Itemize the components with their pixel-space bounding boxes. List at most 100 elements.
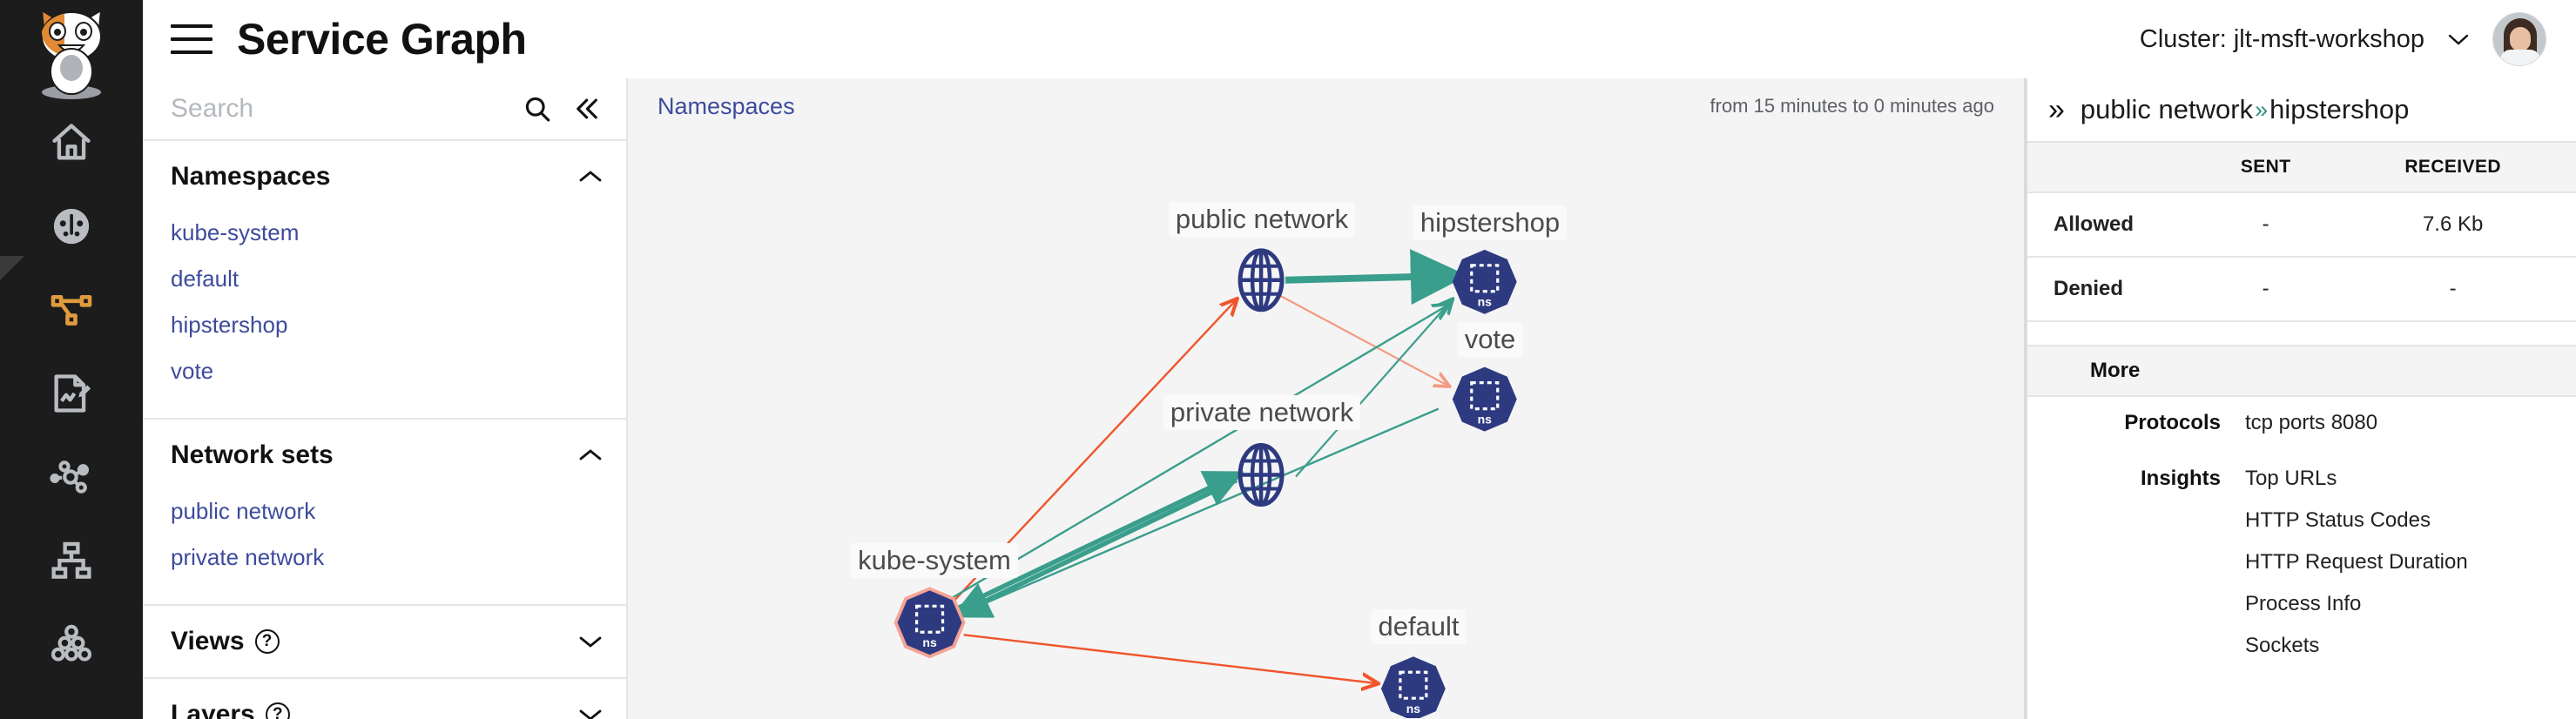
graph-svg[interactable]: ns ns ns bbox=[628, 134, 2024, 719]
rail-item-clusters[interactable] bbox=[0, 602, 143, 686]
node-label-kube-system[interactable]: kube-system bbox=[851, 543, 1018, 578]
breadcrumb[interactable]: Namespaces bbox=[657, 92, 795, 119]
accordion-namespaces: Namespaces kube-system default hipstersh… bbox=[143, 141, 626, 420]
search-icon[interactable] bbox=[513, 84, 562, 133]
node-label-hipstershop[interactable]: hipstershop bbox=[1413, 205, 1568, 240]
chevron-up-icon[interactable] bbox=[577, 447, 604, 464]
field-key: Protocols bbox=[2124, 411, 2221, 434]
chevron-down-icon[interactable] bbox=[2447, 32, 2470, 46]
node-label-vote[interactable]: vote bbox=[1457, 322, 1523, 357]
col-label bbox=[2027, 141, 2202, 193]
node-hipstershop[interactable]: ns bbox=[1452, 249, 1517, 314]
rail-item-network-sets[interactable] bbox=[0, 435, 143, 519]
rail-item-dashboards[interactable] bbox=[0, 185, 143, 268]
service-graph-icon bbox=[51, 294, 92, 326]
chevrons-right-icon[interactable]: » bbox=[2048, 93, 2065, 126]
edge-private-network-to-hipstershop[interactable] bbox=[1295, 299, 1453, 478]
accordion-title: Namespaces bbox=[171, 162, 331, 191]
search-row bbox=[143, 78, 626, 141]
time-range-label: from 15 minutes to 0 minutes ago bbox=[1709, 95, 1995, 117]
rail-item-nodes[interactable] bbox=[0, 519, 143, 602]
insight-process-info[interactable]: Process Info bbox=[2245, 592, 2362, 615]
accordion-header-views[interactable]: Views ? bbox=[143, 606, 626, 677]
detail-header: » public network » hipstershop bbox=[2027, 78, 2576, 141]
sidebar-item-vote[interactable]: vote bbox=[171, 358, 214, 384]
edge-kube-system-to-hipstershop[interactable] bbox=[950, 305, 1449, 600]
accordion-header-network-sets[interactable]: Network sets bbox=[143, 420, 626, 491]
edge-kube-system-to-default[interactable] bbox=[963, 634, 1378, 683]
graph-nodes: ns ns ns bbox=[894, 248, 1517, 719]
field-protocols: Protocols tcp ports 8080 bbox=[2027, 397, 2576, 453]
detail-source[interactable]: public network bbox=[2080, 94, 2254, 124]
chevrons-left-icon[interactable] bbox=[562, 84, 610, 133]
edge-public-network-to-hipstershop[interactable] bbox=[1285, 249, 1468, 306]
avatar[interactable] bbox=[2492, 12, 2546, 66]
table-row: Allowed - 7.6 Kb bbox=[2027, 192, 2576, 258]
node-public-network[interactable] bbox=[1237, 248, 1285, 312]
row-label-allowed: Allowed bbox=[2027, 192, 2202, 258]
edge-private-network-to-kube-system[interactable] bbox=[951, 478, 1238, 618]
chevron-down-icon[interactable] bbox=[577, 633, 604, 650]
detail-target[interactable]: hipstershop bbox=[2269, 94, 2410, 124]
protocol-value: tcp ports 8080 bbox=[2245, 411, 2378, 434]
service-graph-canvas-panel[interactable]: Namespaces from 15 minutes to 0 minutes … bbox=[628, 78, 2026, 719]
accordion-title: Layers bbox=[171, 700, 255, 719]
accordion-title: Views bbox=[171, 627, 245, 655]
insight-http-request-duration[interactable]: HTTP Request Duration bbox=[2245, 550, 2468, 574]
cluster-selector-label[interactable]: Cluster: jlt-msft-workshop bbox=[2139, 24, 2424, 53]
table-row: Denied - - bbox=[2027, 257, 2576, 322]
insight-sockets[interactable]: Sockets bbox=[2245, 634, 2320, 657]
sidebar-item-default[interactable]: default bbox=[171, 265, 239, 292]
rail-item-home[interactable] bbox=[0, 101, 143, 185]
dashboard-gauge-icon bbox=[53, 208, 90, 245]
accordion-header-layers[interactable]: Layers ? bbox=[143, 679, 626, 719]
edge-public-network-to-vote[interactable] bbox=[1279, 294, 1449, 386]
svg-text:ns: ns bbox=[1406, 702, 1421, 716]
more-section-header[interactable]: More bbox=[2027, 345, 2576, 397]
insight-http-status-codes[interactable]: HTTP Status Codes bbox=[2245, 508, 2431, 532]
col-sent: SENT bbox=[2202, 141, 2330, 193]
network-nodes-icon bbox=[50, 460, 90, 494]
accordion-views: Views ? bbox=[143, 606, 626, 679]
chevrons-right-icon: » bbox=[2255, 96, 2269, 123]
rail-item-service-graph[interactable] bbox=[0, 256, 143, 352]
accordion-header-namespaces[interactable]: Namespaces bbox=[143, 141, 626, 212]
insight-top-urls[interactable]: Top URLs bbox=[2245, 467, 2337, 490]
node-default[interactable]: ns bbox=[1380, 656, 1446, 719]
sidebar-item-private-network[interactable]: private network bbox=[171, 544, 325, 570]
help-icon[interactable]: ? bbox=[265, 702, 290, 719]
accordion-network-sets: Network sets public network private netw… bbox=[143, 420, 626, 606]
help-icon[interactable]: ? bbox=[254, 629, 280, 654]
sidebar-item-public-network[interactable]: public network bbox=[171, 498, 316, 524]
hamburger-menu-icon[interactable] bbox=[171, 24, 212, 54]
denied-sent: - bbox=[2202, 257, 2330, 322]
allowed-sent: - bbox=[2202, 192, 2330, 258]
node-label-public-network[interactable]: public network bbox=[1168, 202, 1356, 237]
field-insights: Insights Top URLs HTTP Status Codes HTTP… bbox=[2027, 453, 2576, 675]
rail-item-policies[interactable] bbox=[0, 352, 143, 435]
search-input[interactable] bbox=[143, 78, 513, 139]
field-values: tcp ports 8080 bbox=[2245, 411, 2377, 453]
sidebar-item-hipstershop[interactable]: hipstershop bbox=[171, 312, 288, 338]
calico-cat-logo[interactable] bbox=[26, 5, 117, 101]
node-vote[interactable]: ns bbox=[1452, 366, 1517, 432]
sidebar-item-kube-system[interactable]: kube-system bbox=[171, 219, 300, 245]
chevron-up-icon[interactable] bbox=[577, 168, 604, 185]
chevron-down-icon[interactable] bbox=[577, 706, 604, 719]
main-region: Namespaces kube-system default hipstersh… bbox=[143, 78, 2576, 719]
field-values: Top URLs HTTP Status Codes HTTP Request … bbox=[2245, 467, 2468, 675]
svg-text:ns: ns bbox=[1478, 295, 1493, 309]
node-private-network[interactable] bbox=[1237, 443, 1285, 507]
edge-vote-to-kube-system[interactable] bbox=[961, 407, 1440, 615]
cluster-circles-icon bbox=[51, 624, 92, 662]
page-title: Service Graph bbox=[237, 15, 527, 64]
node-label-private-network[interactable]: private network bbox=[1163, 395, 1361, 430]
node-label-default[interactable]: default bbox=[1371, 609, 1467, 644]
graph-edges bbox=[950, 249, 1468, 683]
node-kube-system[interactable]: ns bbox=[894, 587, 966, 659]
svg-text:ns: ns bbox=[1478, 413, 1493, 427]
edge-kube-system-to-private-network[interactable] bbox=[955, 471, 1244, 611]
accordion-title: Network sets bbox=[171, 440, 334, 469]
allowed-received: 7.6 Kb bbox=[2330, 192, 2576, 258]
